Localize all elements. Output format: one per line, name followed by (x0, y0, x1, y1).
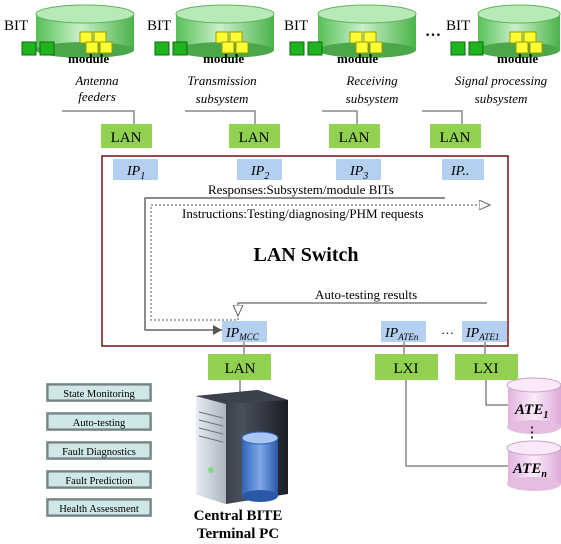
function-label: Fault Diagnostics (62, 447, 136, 458)
lxi-label: LXI (394, 361, 419, 377)
lxi-box-1 (375, 354, 438, 380)
lxi-box-2 (455, 354, 518, 380)
lan-box-mcc (208, 354, 271, 380)
cylinder-icon (35, 4, 135, 58)
subsystem-name-line2: feeders (78, 89, 116, 104)
function-auto-testing (46, 412, 152, 431)
function-fault-diagnostics (46, 441, 152, 460)
bit-label: BIT (147, 18, 171, 34)
ate-vdots: ⋮ (525, 425, 540, 441)
module-label: module (497, 51, 538, 66)
ip-port-label: IP1 (126, 164, 145, 182)
lan-label: LAN (111, 130, 142, 146)
ip-port-mcc (222, 321, 267, 342)
lan-mcc-label: LAN (225, 361, 256, 377)
module-label: module (203, 51, 244, 66)
subsystem-name-line1: Transmission (187, 73, 256, 88)
port-ellipsis: … (441, 322, 454, 337)
responses-arrow (144, 197, 445, 335)
function-fault-prediction (46, 470, 152, 489)
module-cubes-icon (509, 31, 543, 54)
bit-blocks-icon (289, 41, 323, 56)
subsystem-name-line2: subsystem (346, 91, 399, 106)
ip-port-aten (381, 321, 426, 342)
bit-label: BIT (446, 18, 470, 34)
subsystem-connector-lines (62, 110, 463, 124)
ip-port-ate1-label: IPATE1 (465, 326, 499, 342)
bit-label: BIT (284, 18, 308, 34)
instructions-label: Instructions:Testing/diagnosing/PHM requ… (182, 206, 423, 221)
ip-port-ate1 (462, 321, 507, 342)
lan-label: LAN (239, 130, 270, 146)
ip-port-label: IP.. (450, 164, 469, 179)
lxi-to-aten-line (405, 380, 508, 467)
ip-port-2 (237, 159, 282, 180)
subsystem-name-line2: subsystem (196, 91, 249, 106)
lan-box-2 (229, 124, 280, 148)
module-cubes-icon (215, 31, 249, 54)
pc-label-line2: Terminal PC (197, 526, 279, 542)
lan-label: LAN (339, 130, 370, 146)
lan-label: LAN (440, 130, 471, 146)
auto-results-arrow (238, 302, 487, 316)
lan-switch-title: LAN Switch (253, 244, 358, 266)
ip-port-label: IP2 (250, 164, 269, 182)
subsystem-name-line1: Signal processing (455, 73, 548, 88)
function-label: Health Assessment (59, 504, 139, 515)
responses-label: Responses:Subsystem/module BITs (208, 182, 394, 197)
module-label: module (337, 51, 378, 66)
bit-blocks-icon (450, 41, 484, 56)
database-icon (241, 431, 279, 502)
subsystem-name-line1: Antenna (74, 73, 119, 88)
function-list (46, 383, 152, 517)
subsystem-signal-processing (450, 4, 561, 58)
ip-port-mcc-label: IPMCC (225, 326, 260, 342)
lxi-label: LXI (474, 361, 499, 377)
lan-box-1 (101, 124, 152, 148)
function-label: Fault Prediction (65, 476, 133, 487)
bit-blocks-icon (21, 41, 55, 56)
module-cubes-icon (79, 31, 113, 54)
instructions-arrow (150, 205, 490, 321)
lxi-to-ate1-line (485, 380, 508, 406)
ip-port-aten-label: IPATEn (384, 326, 419, 342)
subsystem-antenna (21, 4, 135, 58)
module-cubes-icon (349, 31, 383, 54)
aten-cylinder-icon (506, 440, 561, 491)
bit-blocks-icon (154, 41, 188, 56)
function-health-assessment (46, 498, 152, 517)
pc-label-line1: Central BITE (194, 508, 283, 524)
bit-label: BIT (4, 18, 28, 34)
lan-box-3 (329, 124, 380, 148)
ip-port-4 (442, 159, 484, 180)
lan-box-4 (430, 124, 481, 148)
ip-port-3 (336, 159, 381, 180)
subsystem-name-line2: subsystem (475, 91, 528, 106)
function-label: State Monitoring (63, 389, 135, 400)
ate1-label: ATE1 (514, 402, 548, 421)
lan-switch-box (101, 155, 509, 347)
ip-port-label: IP3 (349, 164, 368, 182)
ate1-cylinder-icon (506, 377, 561, 434)
function-state-monitoring (46, 383, 152, 402)
top-ellipsis: … (425, 23, 441, 40)
subsystem-receiving (289, 4, 417, 58)
ip-port-1 (113, 159, 158, 180)
subsystem-transmission (154, 4, 275, 58)
aten-label: ATEn (512, 461, 547, 480)
module-label: module (68, 51, 109, 66)
subsystem-name-line1: Receiving (345, 73, 398, 88)
function-label: Auto-testing (73, 418, 126, 429)
auto-testing-results-label: Auto-testing results (315, 287, 417, 302)
